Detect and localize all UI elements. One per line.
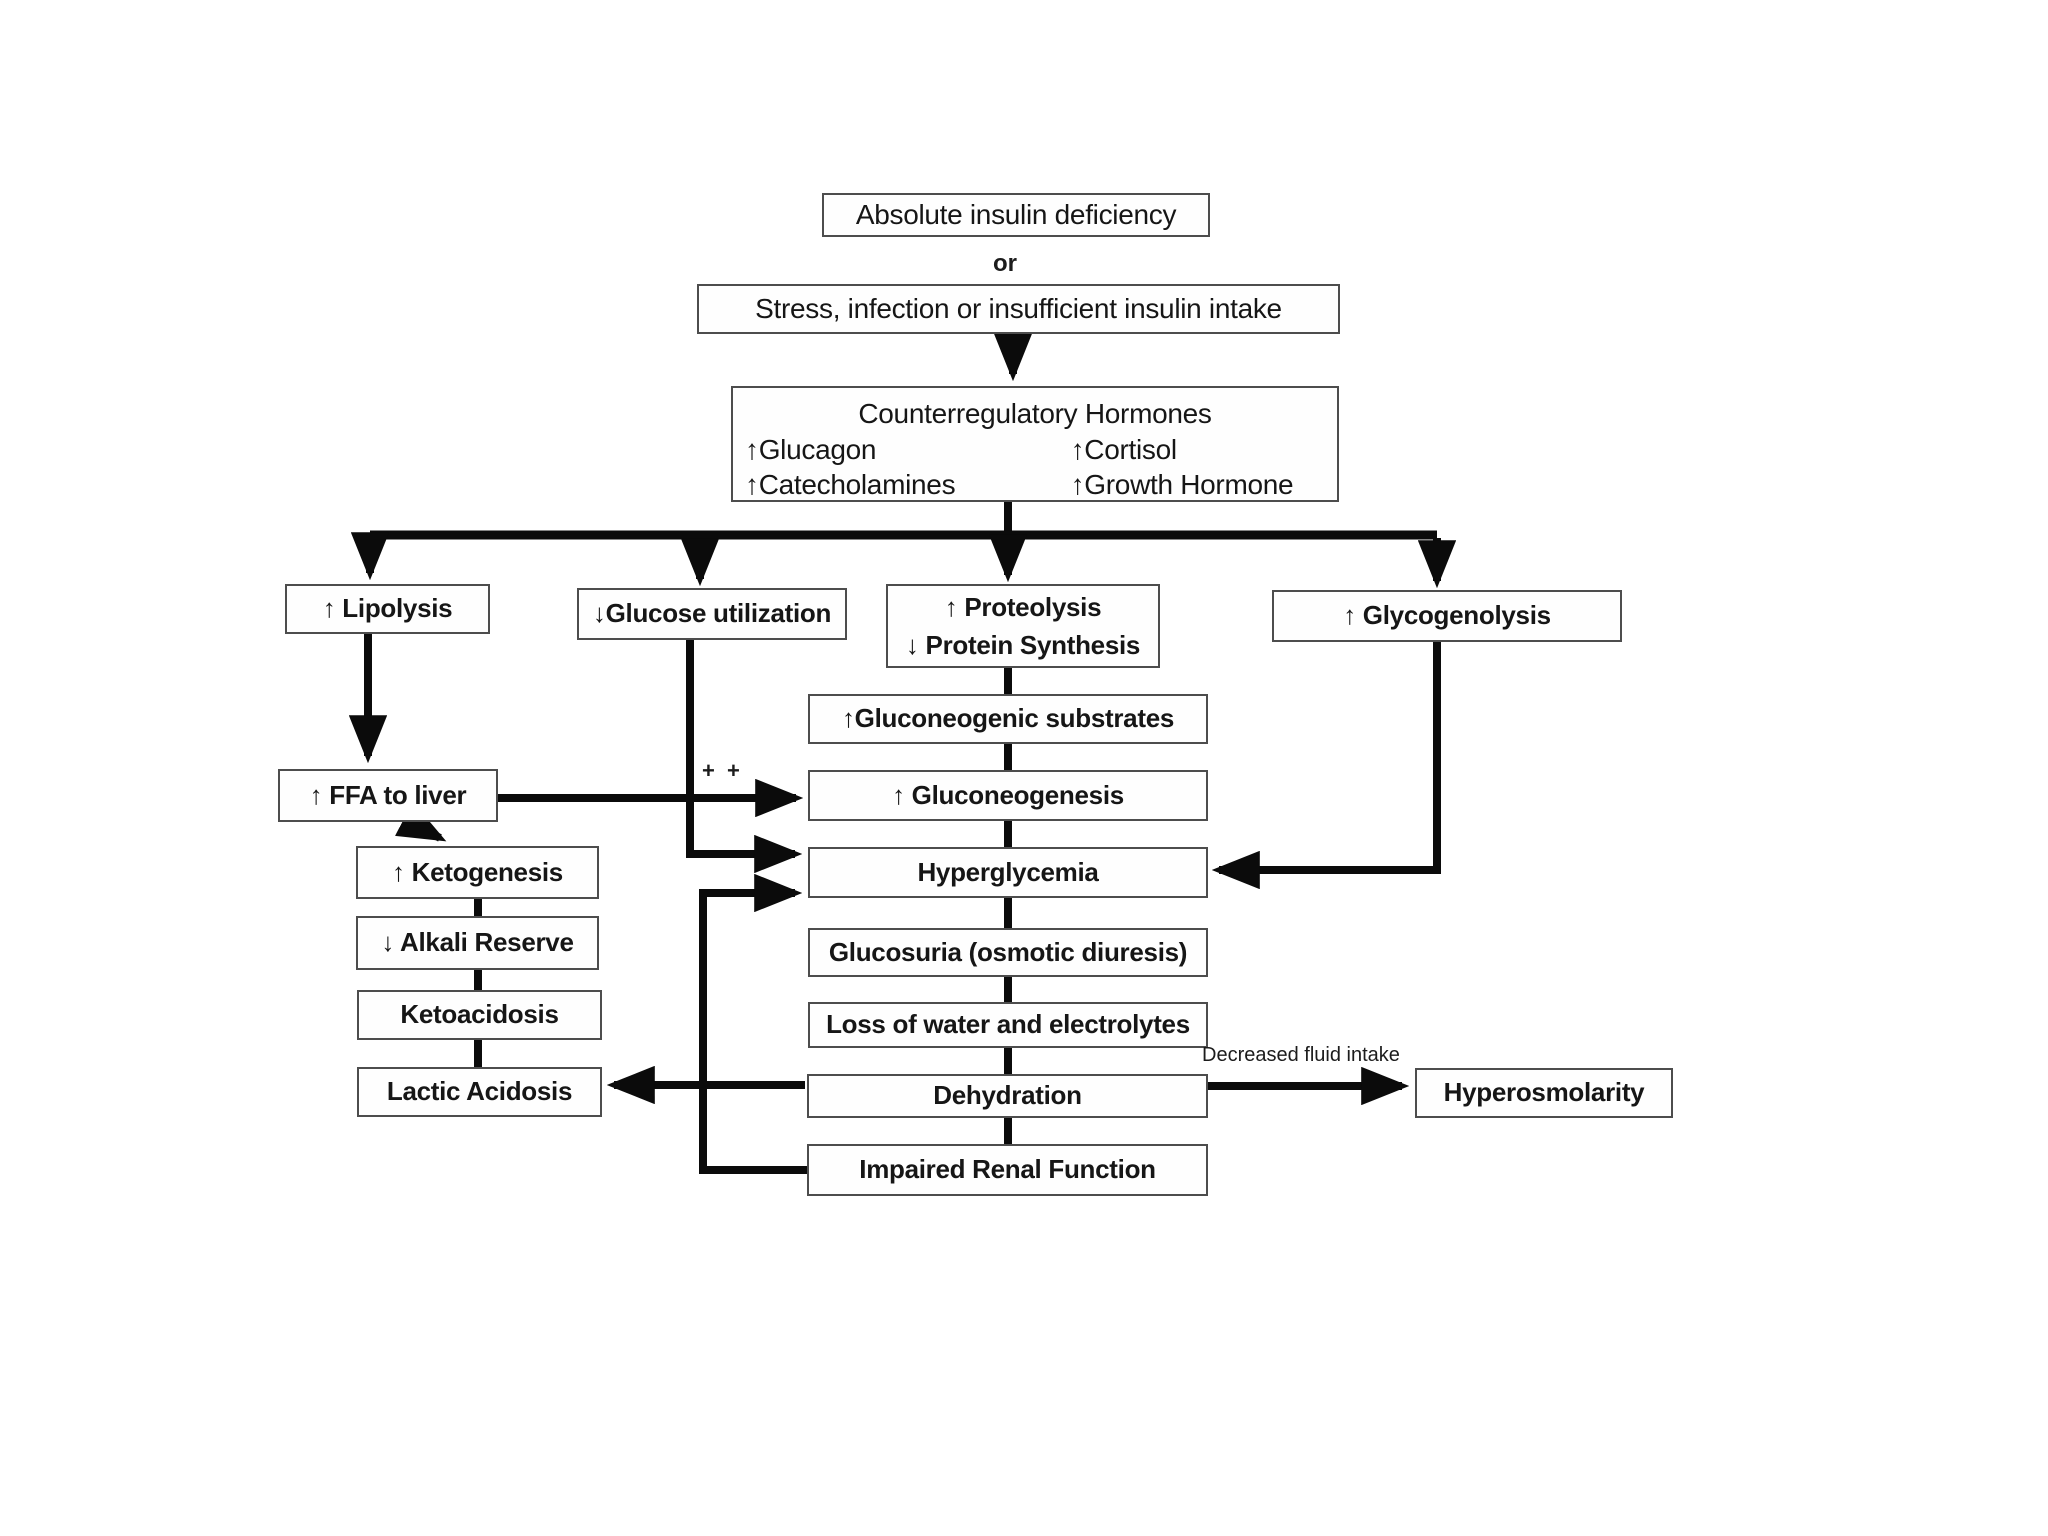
node-label: Stress, infection or insufficient insuli…: [755, 292, 1282, 324]
counterregulatory-item-growth-hormone: ↑Growth Hormone: [1070, 469, 1294, 500]
node-label: Absolute insulin deficiency: [855, 198, 1177, 230]
node-label: ↑ Glycogenolysis: [1343, 600, 1551, 631]
counterregulatory-title: Counterregulatory Hormones: [858, 398, 1212, 429]
node-label: ↑ Ketogenesis: [392, 856, 563, 887]
node-label-line2: ↓ Protein Synthesis: [905, 630, 1141, 660]
node-label: ↓ Alkali Reserve: [381, 927, 574, 958]
node-gluconeogenesis: ↑ Gluconeogenesis: [808, 770, 1208, 821]
counterregulatory-item-cortisol: ↑Cortisol: [1070, 434, 1178, 465]
node-alkali-reserve: ↓ Alkali Reserve: [356, 916, 599, 970]
node-label: ↑ FFA to liver: [309, 779, 467, 810]
node-label-line1: ↑ Proteolysis: [944, 592, 1102, 622]
node-ketogenesis: ↑ Ketogenesis: [356, 846, 599, 899]
node-hyperosmolarity: Hyperosmolarity: [1415, 1068, 1673, 1118]
node-label: ↓Glucose utilization: [592, 598, 832, 629]
node-label: Dehydration: [933, 1080, 1082, 1111]
node-glucose-utilization: ↓Glucose utilization: [577, 588, 847, 640]
node-impaired-renal-function: Impaired Renal Function: [807, 1144, 1208, 1196]
or-connector-label: or: [993, 250, 1017, 277]
node-label: Hyperosmolarity: [1443, 1077, 1645, 1108]
node-label: Impaired Renal Function: [859, 1154, 1156, 1185]
counterregulatory-items: ↑Glucagon ↑Cortisol ↑Catecholamines ↑Gro…: [733, 432, 1337, 502]
node-label: Ketoacidosis: [400, 999, 559, 1030]
node-ffa-to-liver: ↑ FFA to liver: [278, 769, 498, 822]
node-loss-of-water-electrolytes: Loss of water and electrolytes: [808, 1002, 1208, 1048]
node-label: Glucosuria (osmotic diuresis): [828, 936, 1188, 967]
node-ketoacidosis: Ketoacidosis: [357, 990, 602, 1040]
node-label: Loss of water and electrolytes: [826, 1009, 1190, 1040]
node-hyperglycemia: Hyperglycemia: [808, 847, 1208, 898]
node-label: Lactic Acidosis: [386, 1076, 573, 1107]
counterregulatory-item-catecholamines: ↑Catecholamines: [745, 469, 956, 500]
node-gluconeogenic-substrates: ↑Gluconeogenic substrates: [808, 694, 1208, 744]
node-glucosuria: Glucosuria (osmotic diuresis): [808, 928, 1208, 977]
node-lipolysis: ↑ Lipolysis: [285, 584, 490, 634]
node-label: Hyperglycemia: [917, 856, 1099, 887]
node-label: ↑ Gluconeogenesis: [892, 779, 1124, 810]
decreased-fluid-intake-annotation: Decreased fluid intake: [1202, 1044, 1400, 1066]
node-dehydration: Dehydration: [807, 1074, 1208, 1118]
node-proteolysis-protein-synthesis: ↑ Proteolysis ↓ Protein Synthesis: [886, 584, 1160, 668]
node-label: ↑Gluconeogenic substrates: [841, 703, 1175, 734]
node-lactic-acidosis: Lactic Acidosis: [357, 1067, 602, 1117]
node-absolute-insulin-deficiency: Absolute insulin deficiency: [822, 193, 1210, 237]
node-label: ↑ Lipolysis: [322, 593, 453, 624]
node-counterregulatory-hormones: Counterregulatory Hormones ↑Glucagon ↑Co…: [731, 386, 1339, 502]
node-stress-infection: Stress, infection or insufficient insuli…: [697, 284, 1340, 334]
plus-plus-annotation: + +: [702, 758, 743, 783]
counterregulatory-item-glucagon: ↑Glucagon: [745, 434, 877, 465]
node-glycogenolysis: ↑ Glycogenolysis: [1272, 590, 1622, 642]
